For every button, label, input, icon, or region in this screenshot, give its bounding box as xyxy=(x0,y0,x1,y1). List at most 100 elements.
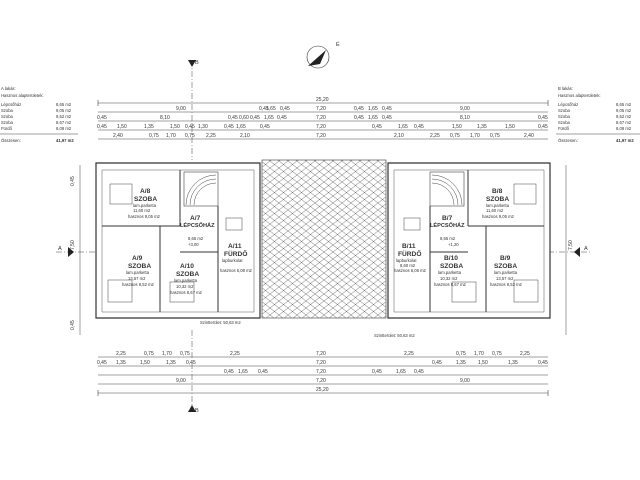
room-id: B/8 xyxy=(492,188,503,195)
room-name: FÜRDŐ xyxy=(398,249,421,258)
room-area: 8,60 m2 xyxy=(400,263,416,268)
room-area: 13,57 m2 xyxy=(128,276,146,281)
dim-label: 0,45 xyxy=(260,124,270,130)
schedule-row-value: 9,05 m2 xyxy=(56,108,72,113)
stair-icon xyxy=(429,171,465,207)
dim-label: 1,65 xyxy=(368,115,378,121)
dim-label: 9,00 xyxy=(176,106,186,112)
dim-label: 0,45 xyxy=(259,106,269,112)
dim-label: 8,10 xyxy=(160,115,170,121)
dim-label: 0,45 xyxy=(186,360,196,366)
dim-label: 1,35 xyxy=(477,124,487,130)
schedule-row-name: Szoba xyxy=(558,114,571,119)
schedule-row-value: 8,65 m2 xyxy=(616,102,632,107)
dim-label: 7,20 xyxy=(316,115,326,121)
dim-label: 0,75 xyxy=(456,351,466,357)
room-id: B/9 xyxy=(500,255,511,262)
room-name: SZOBA xyxy=(494,263,517,270)
dim-label: 1,70 xyxy=(166,133,176,139)
schedule-row-value: 9,52 m2 xyxy=(56,114,72,119)
room-area: 10,32 m2 xyxy=(176,284,194,289)
room-floor-note: lam.parketta xyxy=(174,278,198,283)
dim-label: 0,45 xyxy=(250,115,260,121)
dim-label: 0,75 xyxy=(149,133,159,139)
dim-label: 7,20 xyxy=(316,124,326,130)
dim-label: 0,45 xyxy=(280,106,290,112)
dim-label: 0,45 xyxy=(185,124,195,130)
dim-label: 1,30 xyxy=(198,124,208,130)
room-useful-area: hasznos 6,08 m2 xyxy=(394,268,427,273)
north-label: É xyxy=(336,41,340,48)
dim-label: 0,75 xyxy=(180,351,190,357)
right-schedule-total-value: 41,97 m2 xyxy=(616,138,634,143)
room-name: FÜRDŐ xyxy=(224,249,247,258)
dim-label: 0,75 xyxy=(490,133,500,139)
dim-overall-top: 25,20 xyxy=(316,97,329,103)
schedule-row-value: 8,67 m2 xyxy=(616,120,632,125)
dim-label: 0,45 xyxy=(382,115,392,121)
dim-label: 0,45 xyxy=(538,360,548,366)
dim-label: 1,65 xyxy=(368,106,378,112)
floor-area-label: Szintterület: 50,63 m2 xyxy=(200,320,241,325)
room-floor-note: lam.parketta xyxy=(126,270,150,275)
dim-label: 1,70 xyxy=(474,351,484,357)
dim-overall-bottom: 25,20 xyxy=(316,387,329,393)
section-marker-left: A xyxy=(56,246,96,257)
left-schedule-title: A lakás: xyxy=(1,86,16,91)
room-useful-area: hasznos 8,67 m2 xyxy=(434,282,467,287)
dim-label: 0,45 xyxy=(414,124,424,130)
schedule-row-name: Fürdő xyxy=(1,126,13,131)
dim-label: 7,20 xyxy=(316,369,326,375)
room-floor-note: lapburkolat xyxy=(396,258,417,263)
bathtub-icon xyxy=(403,217,421,231)
room-floor-note: lapburkolat xyxy=(222,258,243,263)
room-id: B/7 xyxy=(442,215,453,222)
dim-label: 0,45 xyxy=(538,115,548,121)
dim-label: 9,00 xyxy=(460,378,470,384)
schedule-row-name: Lépcsőház xyxy=(558,102,578,107)
dim-label: 1,50 xyxy=(140,360,150,366)
dim-label: 0,45 xyxy=(538,124,548,130)
left-area-schedule: A lakás: Hasznos alapterületek: Lépcsőhá… xyxy=(0,86,78,143)
room-id: B/11 xyxy=(402,243,416,250)
bed-icon xyxy=(513,279,539,303)
dim-label: 1,35 xyxy=(116,360,126,366)
dim-label: 0,45 xyxy=(277,115,287,121)
section-marker-right: A xyxy=(548,246,590,257)
dim-label: 0,45 xyxy=(432,360,442,366)
dim-label: 2,40 xyxy=(113,133,123,139)
schedule-row-name: Szoba xyxy=(558,120,571,125)
schedule-row-value: 8,67 m2 xyxy=(56,120,72,125)
right-schedule-total-label: Összesen: xyxy=(558,138,578,143)
room-name: LÉPCSŐHÁZ xyxy=(180,221,215,229)
section-mark-label: A xyxy=(584,246,588,252)
room-name: SZOBA xyxy=(128,263,151,270)
room-area: 11,60 m2 xyxy=(486,208,504,213)
section-mark-label: B xyxy=(195,408,199,414)
room-area: 13,57 m2 xyxy=(496,276,514,281)
dim-label: 2,25 xyxy=(520,351,530,357)
level-mark: +3,00 xyxy=(188,242,199,247)
room-floor-note: lam.parketta xyxy=(486,203,510,208)
dim-label: 0,45 xyxy=(382,106,392,112)
schedule-row-name: Lépcsőház xyxy=(1,102,21,107)
room-area: 11,60 m2 xyxy=(133,208,151,213)
room-area: 8,65 m2 xyxy=(440,236,456,241)
dim-label: 2,25 xyxy=(404,351,414,357)
room-name: SZOBA xyxy=(486,196,509,203)
side-dimensions: 7,50 0,45 0,45 7,50 xyxy=(70,165,574,335)
dim-label: 2,40 xyxy=(524,133,534,139)
dim-label: 7,20 xyxy=(316,378,326,384)
room-name: SZOBA xyxy=(134,196,157,203)
right-schedule-title: B lakás: xyxy=(558,86,573,91)
right-area-schedule: B lakás: Hasznos alapterületek: Lépcsőhá… xyxy=(556,86,640,143)
room-area: 10,32 m2 xyxy=(440,276,458,281)
schedule-row-name: Fürdő xyxy=(558,126,570,131)
left-schedule-total-value: 41,97 m2 xyxy=(56,138,74,143)
north-arrow-icon: É xyxy=(306,41,340,69)
bed-icon xyxy=(107,279,133,303)
dim-label: 1,35 xyxy=(456,360,466,366)
dim-label: 1,65 xyxy=(264,115,274,121)
dim-label: 0,45 xyxy=(414,369,424,375)
room-useful-area: hasznos 8,67 m2 xyxy=(170,290,203,295)
